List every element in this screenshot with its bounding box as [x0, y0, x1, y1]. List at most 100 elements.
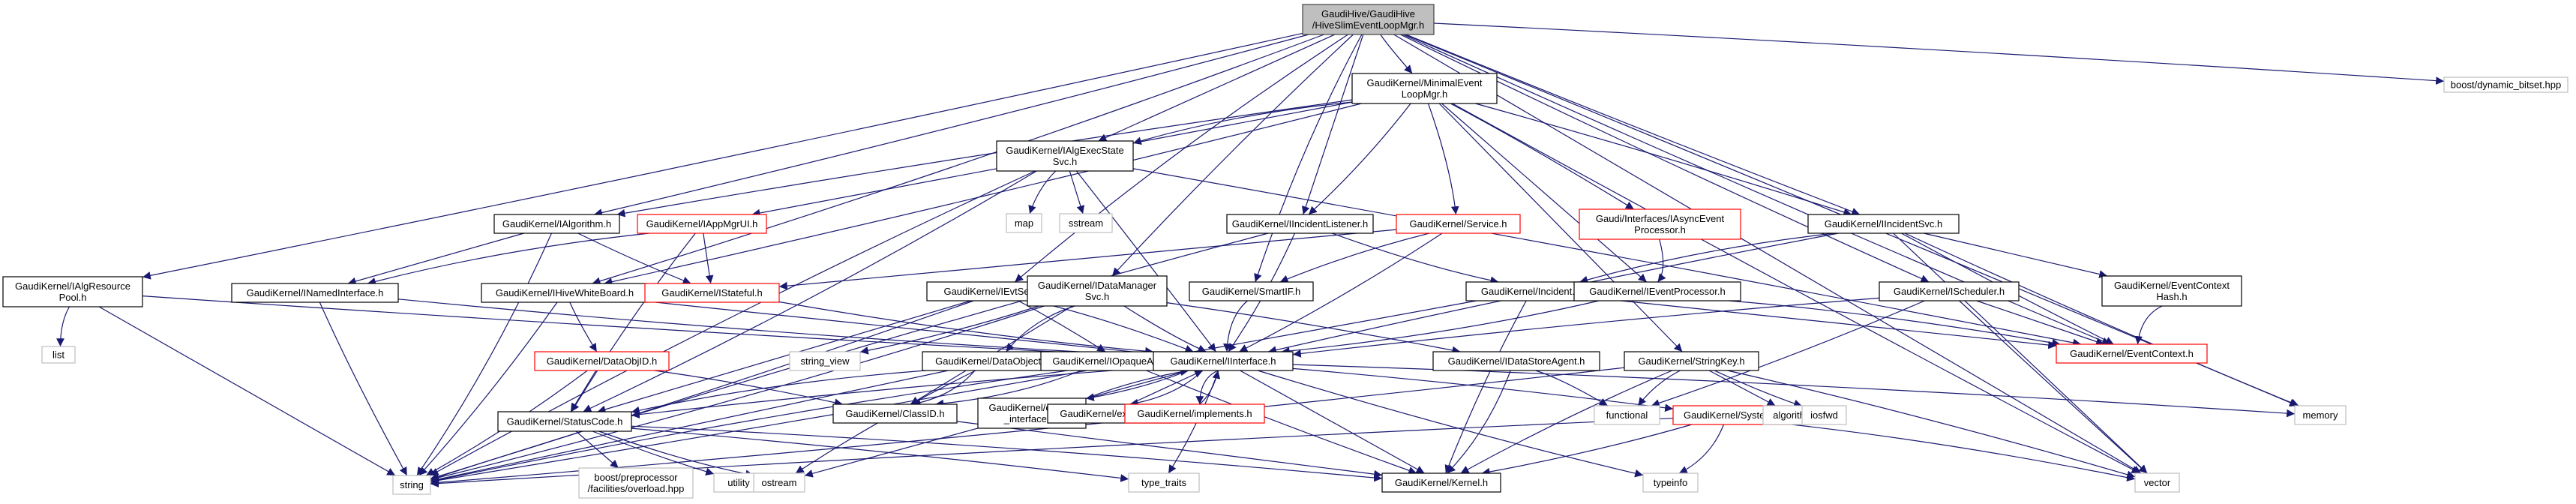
- node-label: boost/dynamic_bitset.hpp: [2451, 80, 2561, 91]
- node-IAppMgrUI[interactable]: GaudiKernel/IAppMgrUI.h: [637, 214, 767, 234]
- node-Incident[interactable]: GaudiKernel/Incident.h: [1465, 281, 1596, 302]
- node-IAlgorithm[interactable]: GaudiKernel/IAlgorithm.h: [493, 214, 620, 234]
- node-EventContext[interactable]: GaudiKernel/EventContext.h: [2056, 344, 2208, 364]
- edge-IDataManagerSvc-to-string_view: [859, 305, 1039, 355]
- node-vector: vector: [2134, 472, 2180, 493]
- edge-System-to-typeinfo: [1678, 424, 1725, 474]
- edge-StatusCode-to-boost_overload: [575, 430, 619, 469]
- node-box: [231, 283, 399, 303]
- node-label: Hash.h: [2156, 291, 2187, 302]
- edge-root-to-IIncidentSvc: [1405, 34, 1861, 216]
- edge-IOpaqueAddress-to-ClassID: [935, 370, 1081, 408]
- node-ClassID[interactable]: GaudiKernel/ClassID.h: [832, 404, 958, 424]
- node-root[interactable]: GaudiHive/GaudiHive/HiveSlimEventLoopMgr…: [1302, 4, 1435, 35]
- node-label: Processor.h: [1634, 224, 1686, 236]
- edge-IInterface-to-StatusCode: [631, 367, 1154, 418]
- edge-IDataManagerSvc-to-string: [430, 305, 1045, 482]
- node-string: string: [392, 475, 431, 495]
- node-label: GaudiKernel/ClassID.h: [845, 408, 944, 419]
- edge-IAlgResourcePool-to-IInterface: [142, 296, 1154, 361]
- edge-IDataManagerSvc-to-IInterface: [1123, 305, 1207, 352]
- edge-IInterface-to-extend_interfaces: [1085, 370, 1189, 401]
- node-label: typeinfo: [1654, 477, 1688, 488]
- node-label: GaudiKernel/Service.h: [1409, 218, 1507, 230]
- node-boost_overload: boost/preprocessor/facilities/overload.h…: [578, 467, 694, 499]
- node-IScheduler[interactable]: GaudiKernel/IScheduler.h: [1879, 281, 2020, 302]
- edge-IScheduler-to-IInterface: [1292, 297, 1880, 358]
- edge-IAlgExecStateSvc-to-StatusCode: [583, 170, 1037, 412]
- node-label: GaudiKernel/System.h: [1684, 410, 1781, 421]
- edge-StringKey-to-Kernel: [1460, 370, 1673, 474]
- node-Kernel[interactable]: GaudiKernel/Kernel.h: [1381, 472, 1501, 493]
- node-DataObjID[interactable]: GaudiKernel/DataObjID.h: [534, 351, 670, 371]
- edge-IAlgExecStateSvc-to-IInterface: [1075, 170, 1216, 352]
- node-box: [1594, 405, 1660, 425]
- node-typeinfo: typeinfo: [1642, 472, 1699, 493]
- node-IDataStoreAgent[interactable]: GaudiKernel/IDataStoreAgent.h: [1432, 351, 1600, 371]
- edge-MinimalEventLoopMgr-to-IAlgExecStateSvc: [1132, 101, 1353, 146]
- node-IIncidentListener[interactable]: GaudiKernel/IIncidentListener.h: [1226, 214, 1374, 234]
- edge-DataObject-to-ClassID: [912, 370, 976, 407]
- edge-MinimalEventLoopMgr-to-IIncidentSvc: [1475, 103, 1852, 216]
- node-box: [2056, 344, 2208, 364]
- edge-System-to-vector: [1791, 424, 2136, 482]
- node-box: [1465, 281, 1596, 302]
- edge-IAlgResourcePool-to-string: [98, 306, 396, 476]
- edge-MinimalEventLoopMgr-to-IHiveWhiteBoard: [604, 103, 1362, 286]
- edge-extend_interfaces-to-IInterface: [1085, 368, 1189, 399]
- node-box: [1226, 214, 1374, 234]
- node-implements[interactable]: GaudiKernel/implements.h: [1124, 404, 1265, 424]
- node-StringKey[interactable]: GaudiKernel/StringKey.h: [1624, 351, 1759, 371]
- node-label: GaudiKernel/IInterface.h: [1171, 356, 1276, 367]
- edge-root-to-IAlgExecStateSvc: [1098, 34, 1336, 142]
- node-sstream: sstream: [1059, 213, 1113, 233]
- node-label: GaudiKernel/IScheduler.h: [1894, 286, 2005, 297]
- node-label: Svc.h: [1085, 291, 1110, 302]
- node-SmartIF[interactable]: GaudiKernel/SmartIF.h: [1189, 281, 1314, 302]
- node-IStateful[interactable]: GaudiKernel/IStateful.h: [644, 283, 780, 303]
- node-label: GaudiKernel/IStateful.h: [661, 287, 762, 298]
- node-label: iosfwd: [1810, 410, 1838, 421]
- edge-MinimalEventLoopMgr-to-Service: [1427, 103, 1459, 215]
- node-label: GaudiKernel/StringKey.h: [1638, 356, 1744, 367]
- edge-StringKey-to-functional: [1637, 370, 1681, 406]
- edge-Incident-to-Kernel: [1444, 300, 1527, 474]
- node-DataObject[interactable]: GaudiKernel/DataObject.h: [922, 351, 1063, 371]
- node-label: LoopMgr.h: [1402, 88, 1447, 100]
- edge-MinimalEventLoopMgr-to-vector: [1452, 103, 2140, 474]
- edge-IStateful-to-IInterface: [778, 301, 1154, 356]
- edge-DataObject-to-StatusCode: [631, 370, 926, 415]
- edge-root-to-vector: [1393, 34, 2142, 474]
- node-box: [41, 346, 76, 364]
- edge-IAlgExecStateSvc-to-map: [1028, 170, 1057, 214]
- node-label: type_traits: [1141, 477, 1186, 488]
- node-label: GaudiKernel/implements.h: [1137, 408, 1252, 419]
- node-IIncidentSvc[interactable]: GaudiKernel/IIncidentSvc.h: [1807, 214, 1960, 234]
- node-label: boost/preprocessor: [594, 472, 678, 483]
- node-label: GaudiKernel/Incident.h: [1481, 286, 1580, 297]
- node-label: sstream: [1069, 218, 1103, 229]
- edge-IInterface-to-typeinfo: [1257, 370, 1644, 478]
- node-IInterface[interactable]: GaudiKernel/IInterface.h: [1153, 351, 1294, 371]
- node-INamedInterface[interactable]: GaudiKernel/INamedInterface.h: [231, 283, 399, 303]
- node-StatusCode[interactable]: GaudiKernel/StatusCode.h: [497, 411, 632, 432]
- node-Service[interactable]: GaudiKernel/Service.h: [1396, 214, 1521, 234]
- edge-IIncidentSvc-to-vector: [1893, 232, 2148, 474]
- node-IEventProcessor[interactable]: GaudiKernel/IEventProcessor.h: [1573, 281, 1741, 302]
- node-IHiveWhiteBoard[interactable]: GaudiKernel/IHiveWhiteBoard.h: [481, 283, 649, 303]
- node-label: GaudiKernel/IDataStoreAgent.h: [1448, 356, 1585, 367]
- node-box: [1006, 213, 1042, 233]
- node-label: GaudiKernel/IHiveWhiteBoard.h: [496, 287, 634, 298]
- edge-StatusCode-to-type_traits: [631, 428, 1129, 482]
- node-label: GaudiHive/GaudiHive: [1321, 8, 1415, 20]
- edge-Incident-to-string: [430, 300, 1477, 484]
- node-label: GaudiKernel/Kernel.h: [1395, 477, 1488, 488]
- node-box: [1302, 4, 1435, 35]
